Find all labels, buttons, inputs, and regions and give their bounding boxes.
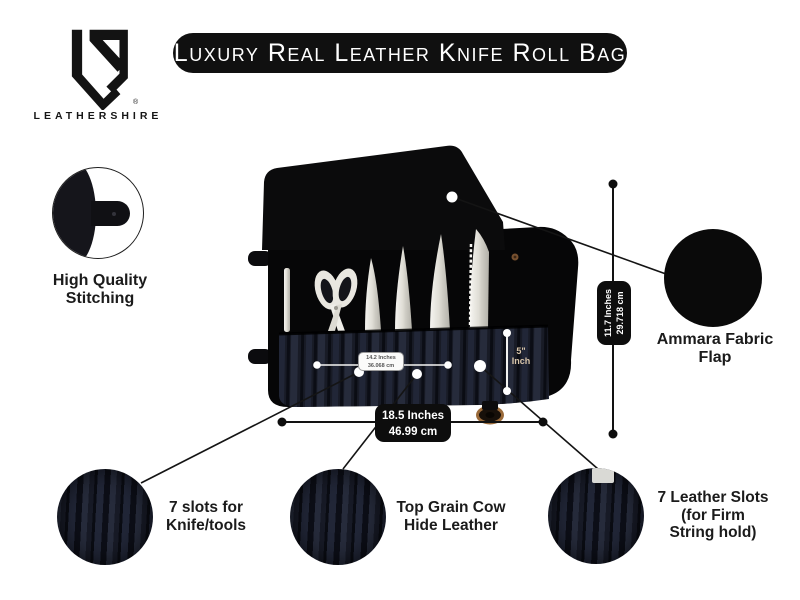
honing-rod xyxy=(284,268,290,332)
callout-line-flap xyxy=(451,196,667,275)
dimension-label-overall-width: 18.5 Inches 46.99 cm xyxy=(375,404,451,442)
side-tab-lower xyxy=(248,349,272,364)
stitching-leather-edge xyxy=(53,168,97,258)
knife-slot-pocket xyxy=(279,326,549,407)
scissors xyxy=(314,268,358,331)
label-stitching: High Quality Stitching xyxy=(52,272,148,308)
callout-line-knife-slots xyxy=(140,371,360,484)
anchor-dot-leather-slots xyxy=(474,360,486,372)
paring-knife xyxy=(365,258,381,331)
label-knife-slots: 7 slots for Knife/tools xyxy=(165,499,247,534)
rolled-strap xyxy=(476,401,504,425)
title-banner: Luxury Real Leather Knife Roll Bag xyxy=(173,33,627,73)
brand-name: LEATHERSHIRE xyxy=(33,110,163,122)
dimension-label-pocket-depth: 5" Inch xyxy=(511,346,531,367)
logo-s-stroke xyxy=(89,29,128,94)
measure-line-pocket-depth xyxy=(503,329,511,395)
knife-roll-flap xyxy=(262,145,505,250)
anchor-dots xyxy=(354,191,486,379)
callout-circle-knife-slots xyxy=(57,469,153,565)
callout-circle-leather xyxy=(290,469,386,565)
callout-line-leather-slots xyxy=(479,365,599,470)
chef-knife xyxy=(430,234,450,331)
brand-logo-icon xyxy=(71,29,128,110)
bread-knife xyxy=(468,229,489,330)
label-leather-slots: 7 Leather Slots (for Firm String hold) xyxy=(657,489,769,541)
dimension-label-overall-height: 11.7 Inches 29.718 cm xyxy=(597,281,631,345)
anchor-dot-leather xyxy=(412,369,422,379)
utility-knife xyxy=(395,246,412,331)
label-leather: Top Grain Cow Hide Leather xyxy=(396,499,506,534)
callout-lines xyxy=(140,196,667,484)
callout-circle-leather-slots xyxy=(548,468,644,564)
callout-circle-stitching xyxy=(52,167,144,259)
leather-string-tab xyxy=(592,468,614,483)
registered-mark: ® xyxy=(133,99,139,106)
callout-circle-flap xyxy=(664,229,762,327)
label-flap: Ammara Fabric Flap xyxy=(656,331,774,367)
anchor-dot-flap xyxy=(446,191,458,203)
logo-left-stroke xyxy=(71,29,121,110)
stitch-dot xyxy=(112,212,117,217)
page-title: Luxury Real Leather Knife Roll Bag xyxy=(173,38,627,67)
stitching-tab xyxy=(90,201,131,226)
dimension-label-slot-span: 14.2 Inches 36.068 cm xyxy=(358,352,404,371)
side-tab-upper xyxy=(248,251,272,266)
